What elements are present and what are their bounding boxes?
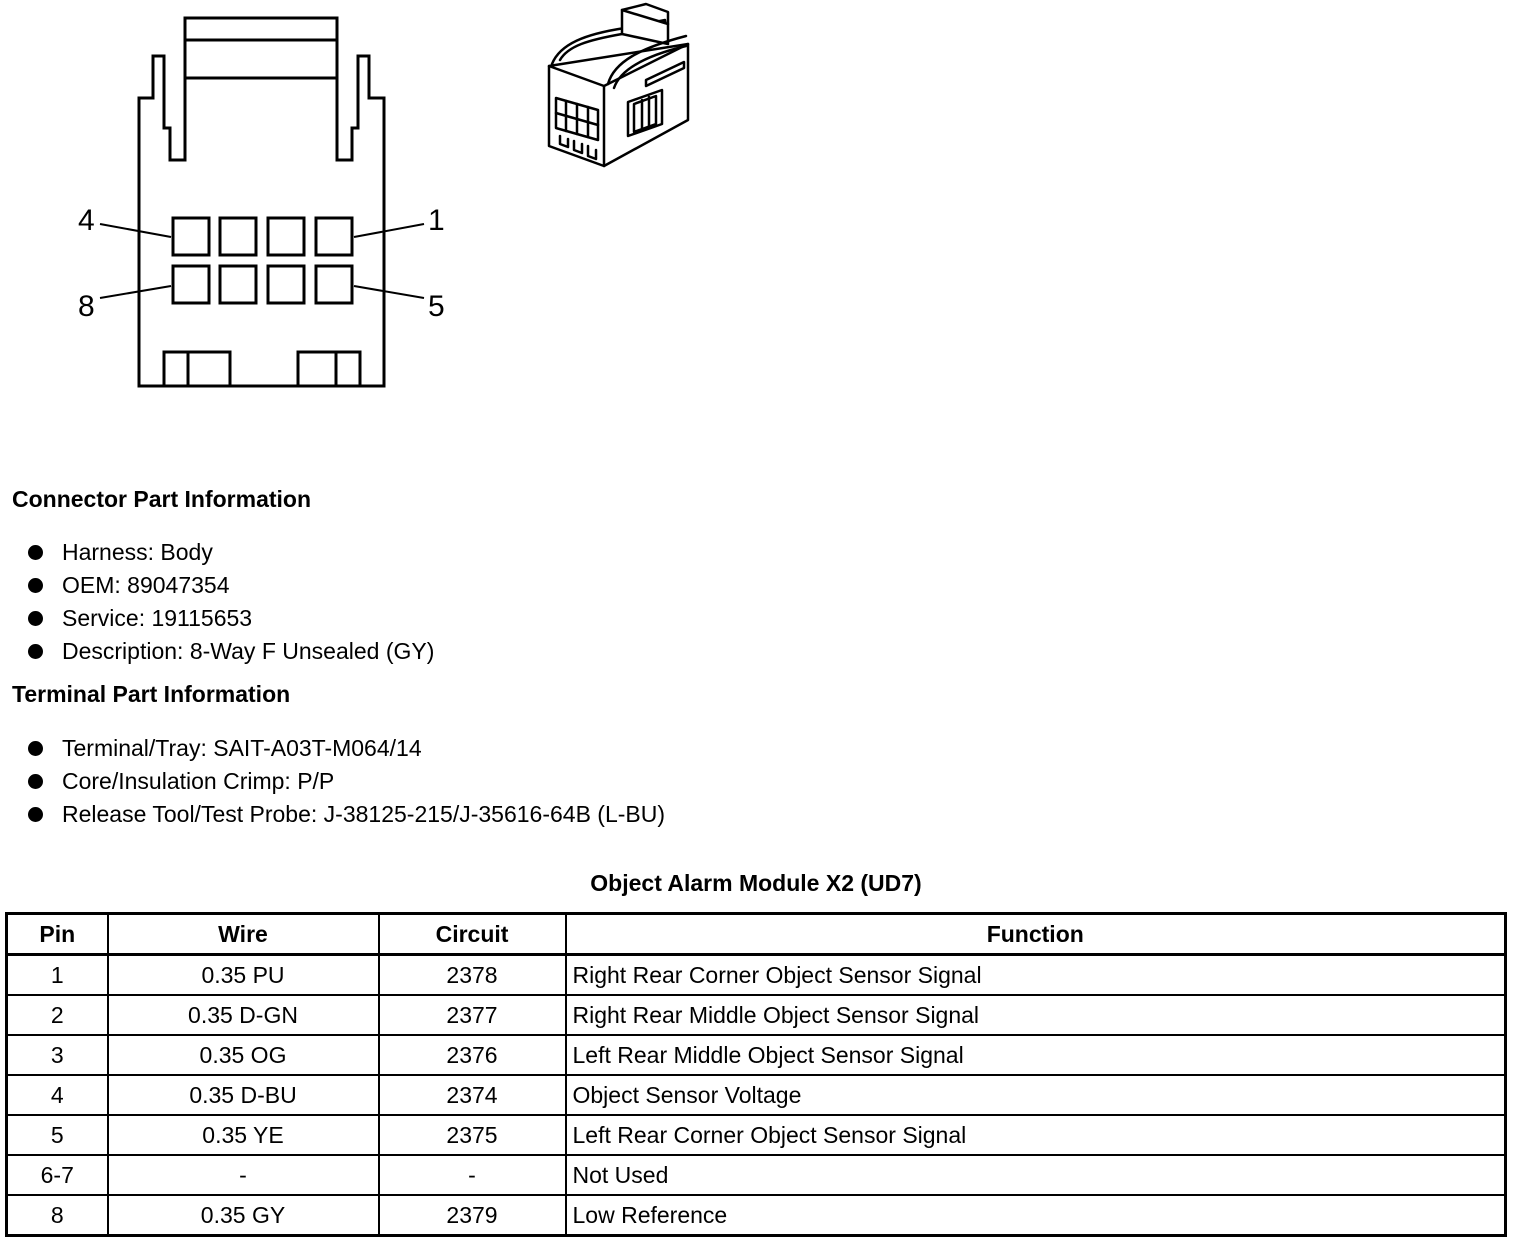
- circuit-cell: 2377: [377, 994, 567, 1036]
- column-header-wire: Wire: [106, 912, 380, 956]
- function-cell: Left Rear Corner Object Sensor Signal: [564, 1114, 1507, 1156]
- cavity-2: [266, 216, 306, 257]
- pin-table: Pin Wire Circuit Function 1 0.35 PU 2378…: [5, 912, 1507, 1237]
- cavity-8: [171, 264, 211, 305]
- terminal-cavities: [171, 216, 354, 305]
- table-row: 3 0.35 OG 2376 Left Rear Middle Object S…: [5, 1034, 1507, 1076]
- terminal-info-heading: Terminal Part Information: [12, 681, 291, 707]
- cavity-6: [266, 264, 306, 305]
- list-item: Core/Insulation Crimp: P/P: [28, 766, 665, 799]
- circuit-cell: -: [377, 1154, 567, 1196]
- cavity-7: [218, 264, 258, 305]
- function-cell: Low Reference: [564, 1194, 1507, 1237]
- bullet-icon: [28, 807, 43, 822]
- cavity-5: [314, 264, 354, 305]
- column-header-pin: Pin: [5, 912, 109, 956]
- function-cell: Left Rear Middle Object Sensor Signal: [564, 1034, 1507, 1076]
- wire-cell: 0.35 D-BU: [106, 1074, 380, 1116]
- pin-leader-lines: [99, 223, 425, 299]
- pin-cell: 2: [5, 994, 109, 1036]
- pin-cell: 4: [5, 1074, 109, 1116]
- list-item: Harness: Body: [28, 537, 434, 570]
- table-row: 1 0.35 PU 2378 Right Rear Corner Object …: [5, 953, 1507, 996]
- function-cell: Right Rear Middle Object Sensor Signal: [564, 994, 1507, 1036]
- column-header-function: Function: [564, 912, 1507, 956]
- table-row: 6-7 - - Not Used: [5, 1154, 1507, 1196]
- connector-diagram: 4 1 8 5: [78, 2, 690, 388]
- pin-cell: 6-7: [5, 1154, 109, 1196]
- connector-info-list: Harness: Body OEM: 89047354 Service: 191…: [28, 537, 434, 669]
- pin-label-1: 1: [428, 204, 445, 237]
- function-cell: Not Used: [564, 1154, 1507, 1196]
- pin-cell: 3: [5, 1034, 109, 1076]
- wire-cell: 0.35 YE: [106, 1114, 380, 1156]
- bullet-icon: [28, 611, 43, 626]
- cavity-4: [171, 216, 211, 257]
- circuit-cell: 2378: [377, 953, 567, 996]
- table-row: 5 0.35 YE 2375 Left Rear Corner Object S…: [5, 1114, 1507, 1156]
- bullet-icon: [28, 578, 43, 593]
- table-row: 8 0.35 GY 2379 Low Reference: [5, 1194, 1507, 1237]
- list-item: Description: 8-Way F Unsealed (GY): [28, 636, 434, 669]
- circuit-cell: 2376: [377, 1034, 567, 1076]
- table-title: Object Alarm Module X2 (UD7): [590, 870, 922, 896]
- cavity-3: [218, 216, 258, 257]
- terminal-info-list: Terminal/Tray: SAIT-A03T-M064/14 Core/In…: [28, 733, 665, 832]
- bullet-icon: [28, 545, 43, 560]
- bullet-icon: [28, 774, 43, 789]
- function-cell: Right Rear Corner Object Sensor Signal: [564, 953, 1507, 996]
- list-item: Service: 19115653: [28, 603, 434, 636]
- circuit-cell: 2375: [377, 1114, 567, 1156]
- pin-cell: 8: [5, 1194, 109, 1237]
- table-row: 4 0.35 D-BU 2374 Object Sensor Voltage: [5, 1074, 1507, 1116]
- cavity-1: [314, 216, 354, 257]
- table-header-row: Pin Wire Circuit Function: [5, 912, 1507, 956]
- column-header-circuit: Circuit: [377, 912, 567, 956]
- list-item: Release Tool/Test Probe: J-38125-215/J-3…: [28, 799, 665, 832]
- pin-label-5: 5: [428, 290, 445, 323]
- connector-3d-view: [547, 2, 690, 168]
- wire-cell: 0.35 OG: [106, 1034, 380, 1076]
- function-cell: Object Sensor Voltage: [564, 1074, 1507, 1116]
- circuit-cell: 2379: [377, 1194, 567, 1237]
- wire-cell: 0.35 D-GN: [106, 994, 380, 1036]
- connector-info-heading: Connector Part Information: [12, 486, 312, 512]
- wire-cell: 0.35 PU: [106, 953, 380, 996]
- wire-cell: 0.35 GY: [106, 1194, 380, 1237]
- bullet-icon: [28, 644, 43, 659]
- pin-cell: 5: [5, 1114, 109, 1156]
- wire-cell: -: [106, 1154, 380, 1196]
- circuit-cell: 2374: [377, 1074, 567, 1116]
- bullet-icon: [28, 741, 43, 756]
- pin-cell: 1: [5, 953, 109, 996]
- connector-face-view: [137, 16, 386, 388]
- pin-label-4: 4: [78, 204, 95, 237]
- table-row: 2 0.35 D-GN 2377 Right Rear Middle Objec…: [5, 994, 1507, 1036]
- pin-label-8: 8: [78, 290, 95, 323]
- list-item: OEM: 89047354: [28, 570, 434, 603]
- list-item: Terminal/Tray: SAIT-A03T-M064/14: [28, 733, 665, 766]
